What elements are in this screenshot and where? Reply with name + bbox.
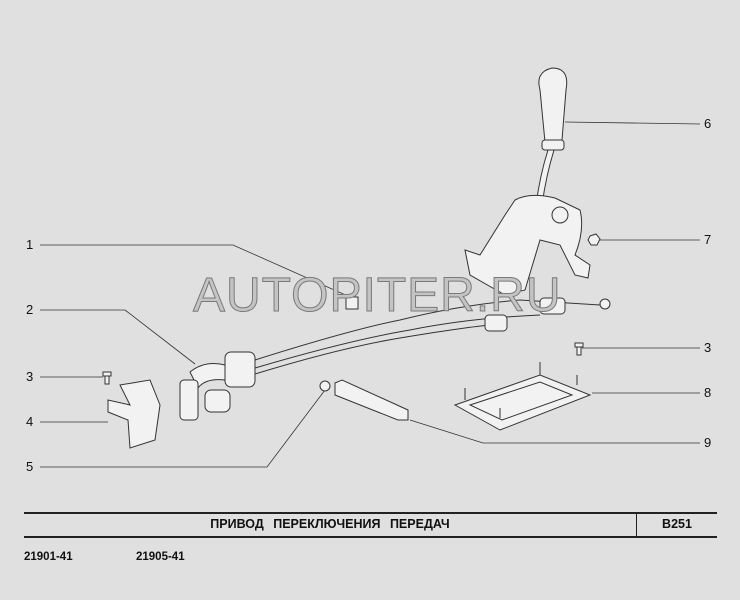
leader-1 <box>40 244 351 298</box>
cable-grommet <box>224 351 256 388</box>
housing-pivot <box>551 206 569 224</box>
callout-1: 1 <box>26 237 34 252</box>
diagram-title: ПРИВОД ПЕРЕКЛЮЧЕНИЯ ПЕРЕДАЧ <box>210 517 450 531</box>
cable-sleeve <box>484 314 508 332</box>
bolt-right <box>574 342 584 356</box>
guide-rail <box>334 379 409 421</box>
cable-end <box>204 389 231 413</box>
bolt-left <box>102 371 112 385</box>
cable-eye <box>599 298 611 310</box>
cable-sleeve <box>539 297 566 315</box>
callout-2: 2 <box>26 302 34 317</box>
leader-6 <box>564 121 701 125</box>
callout-6: 6 <box>704 116 712 131</box>
cable-elbow <box>189 363 226 389</box>
cable-end <box>179 379 199 421</box>
mounting-plate-inner <box>468 381 574 421</box>
watermark: AUTOPITER.RU <box>192 269 562 323</box>
callout-3-left: 3 <box>26 369 34 384</box>
nut <box>587 233 601 246</box>
callout-9: 9 <box>704 435 712 450</box>
leader-5 <box>40 389 326 468</box>
callout-8: 8 <box>704 385 712 400</box>
title-divider <box>636 514 637 536</box>
callout-4: 4 <box>26 414 34 429</box>
cable <box>254 299 601 361</box>
cable <box>254 324 491 375</box>
clip <box>345 296 359 310</box>
model-code: 21905-41 <box>136 551 185 563</box>
bracket <box>107 379 161 449</box>
knob-collar <box>541 139 565 151</box>
model-code: 21901-41 <box>24 551 73 563</box>
nut-5 <box>319 380 331 392</box>
callout-7: 7 <box>704 232 712 247</box>
title-block: ПРИВОД ПЕРЕКЛЮЧЕНИЯ ПЕРЕДАЧ B251 <box>24 512 717 538</box>
callout-5: 5 <box>26 459 34 474</box>
gear-knob <box>538 67 568 143</box>
leader-9 <box>409 419 700 444</box>
leader-2 <box>40 309 196 365</box>
diagram-code: B251 <box>662 517 692 531</box>
callout-3-right: 3 <box>704 340 712 355</box>
